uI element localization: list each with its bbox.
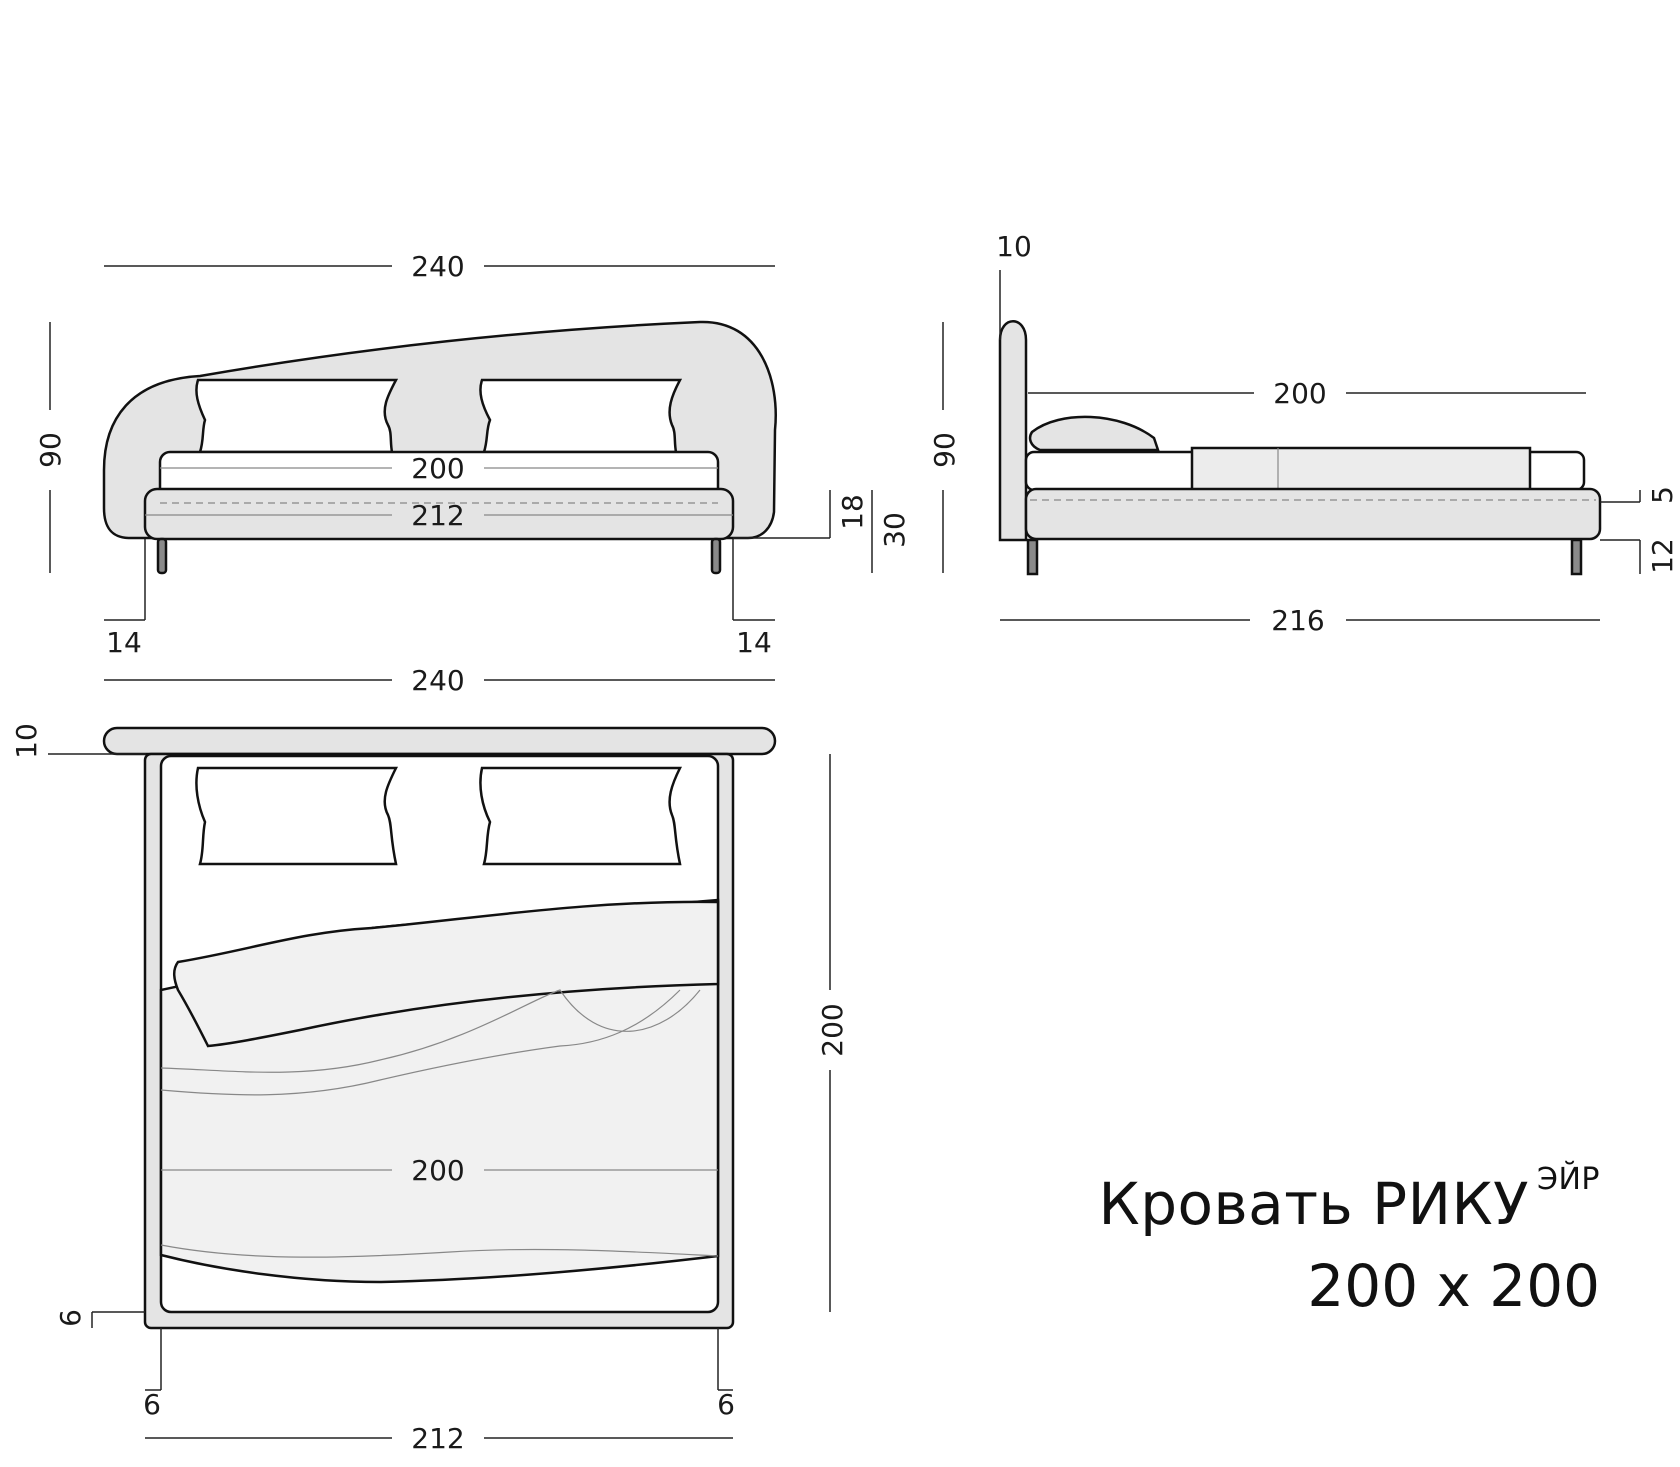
dim-front-frame-width: 212 xyxy=(411,499,464,532)
front-pillow-left xyxy=(195,378,399,454)
side-blanket xyxy=(1190,446,1532,494)
side-leg-right xyxy=(1570,538,1583,576)
front-frame xyxy=(143,487,735,541)
product-name: Кровать РИКУ xyxy=(1098,1170,1530,1238)
side-headboard xyxy=(998,320,1028,542)
dim-top-frame-width: 212 xyxy=(411,1422,464,1455)
dim-front-offset-left: 14 xyxy=(106,626,142,659)
top-blanket-fold xyxy=(173,900,720,1048)
dim-front-mattress-height: 18 xyxy=(836,494,869,530)
front-view: 240 90 200 212 18 30 14 14 xyxy=(34,250,911,659)
dim-side-mattress-length: 200 xyxy=(1273,377,1326,410)
side-leg-left xyxy=(1026,538,1039,576)
dim-top-offset-left: 6 xyxy=(143,1388,161,1421)
dim-front-bed-height: 30 xyxy=(878,512,911,548)
dim-side-headboard-thickness: 10 xyxy=(996,230,1032,263)
dim-side-length: 216 xyxy=(1271,604,1324,637)
dim-side-leg-height: 12 xyxy=(1646,538,1679,574)
top-headboard xyxy=(102,726,777,756)
dim-side-mattress-offset: 5 xyxy=(1646,486,1679,504)
side-view: 10 90 200 5 12 216 xyxy=(928,230,1679,637)
top-pillow-right xyxy=(479,766,683,866)
dim-front-width-top: 240 xyxy=(411,250,464,283)
dim-front-mattress-width: 200 xyxy=(411,452,464,485)
product-model-superscript: ЭЙР xyxy=(1537,1162,1600,1197)
side-frame xyxy=(1024,487,1602,541)
side-pillow xyxy=(1028,415,1160,452)
front-leg-right xyxy=(710,537,722,575)
dim-side-height: 90 xyxy=(928,432,961,468)
product-size: 200 x 200 xyxy=(1307,1252,1600,1320)
front-pillow-right xyxy=(479,378,683,454)
top-view: 240 10 200 200 6 6 6 212 xyxy=(10,664,849,1455)
front-leg-left xyxy=(156,537,168,575)
top-pillow-left xyxy=(195,766,399,866)
dim-top-offset-right: 6 xyxy=(717,1388,735,1421)
dim-top-width-top: 240 xyxy=(411,664,464,697)
dim-top-headboard-thickness: 10 xyxy=(10,723,43,759)
dim-front-height: 90 xyxy=(34,432,67,468)
dim-top-mattress-width: 200 xyxy=(411,1154,464,1187)
dim-top-frame-offset: 6 xyxy=(54,1309,87,1327)
dim-front-offset-right: 14 xyxy=(736,626,772,659)
dim-top-length: 200 xyxy=(816,1003,849,1056)
